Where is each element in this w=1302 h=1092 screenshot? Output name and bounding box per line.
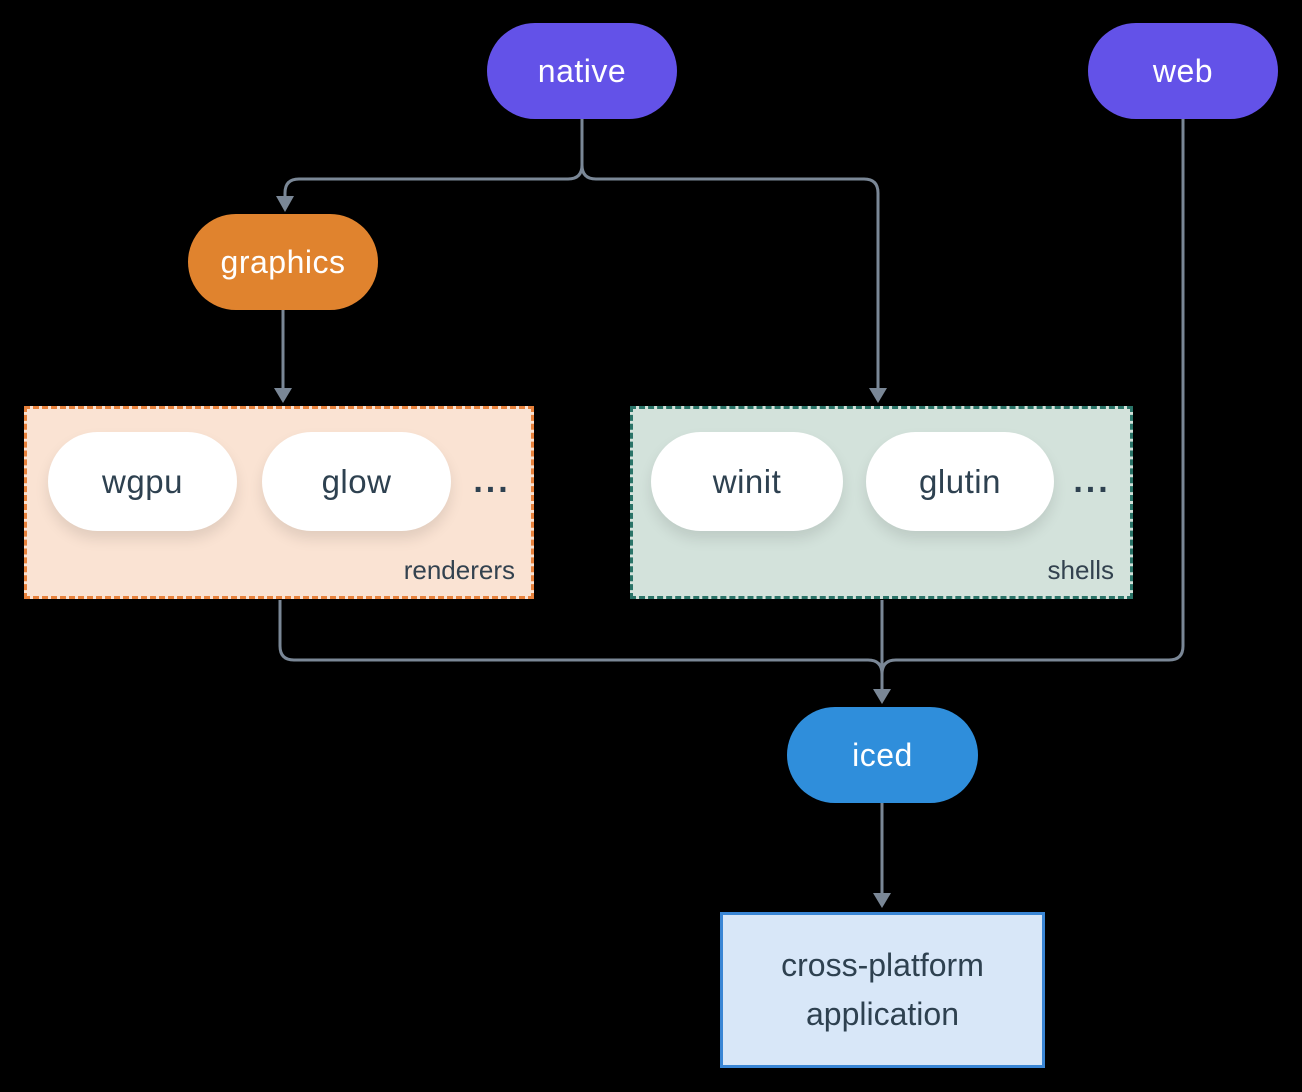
edge-native-graphics (283, 118, 584, 197)
node-glutin: glutin (866, 432, 1054, 531)
arrowhead-graphics-renderers (274, 388, 292, 403)
edge-renderers-iced (278, 600, 884, 675)
group-renderers-label: renderers (403, 555, 515, 585)
arrowhead-native-shells (869, 388, 887, 403)
group-shells-label: shells (1047, 555, 1114, 585)
arrowhead-native-graphics (276, 196, 294, 212)
node-winit: winit (651, 432, 843, 531)
node-wgpu: wgpu (48, 432, 237, 531)
node-iced: iced (787, 707, 978, 803)
node-graphics: graphics (188, 214, 378, 310)
edge-native-shells (580, 118, 880, 388)
node-native: native (487, 23, 677, 119)
shells-ellipsis: ... (1073, 462, 1111, 500)
arrowhead-iced-app (873, 893, 891, 908)
arrowhead-shells-iced (873, 689, 891, 704)
node-glow: glow (262, 432, 451, 531)
renderers-ellipsis: ... (473, 462, 511, 500)
cross-platform-application-box: cross-platform application (720, 912, 1045, 1068)
node-web: web (1088, 23, 1278, 119)
